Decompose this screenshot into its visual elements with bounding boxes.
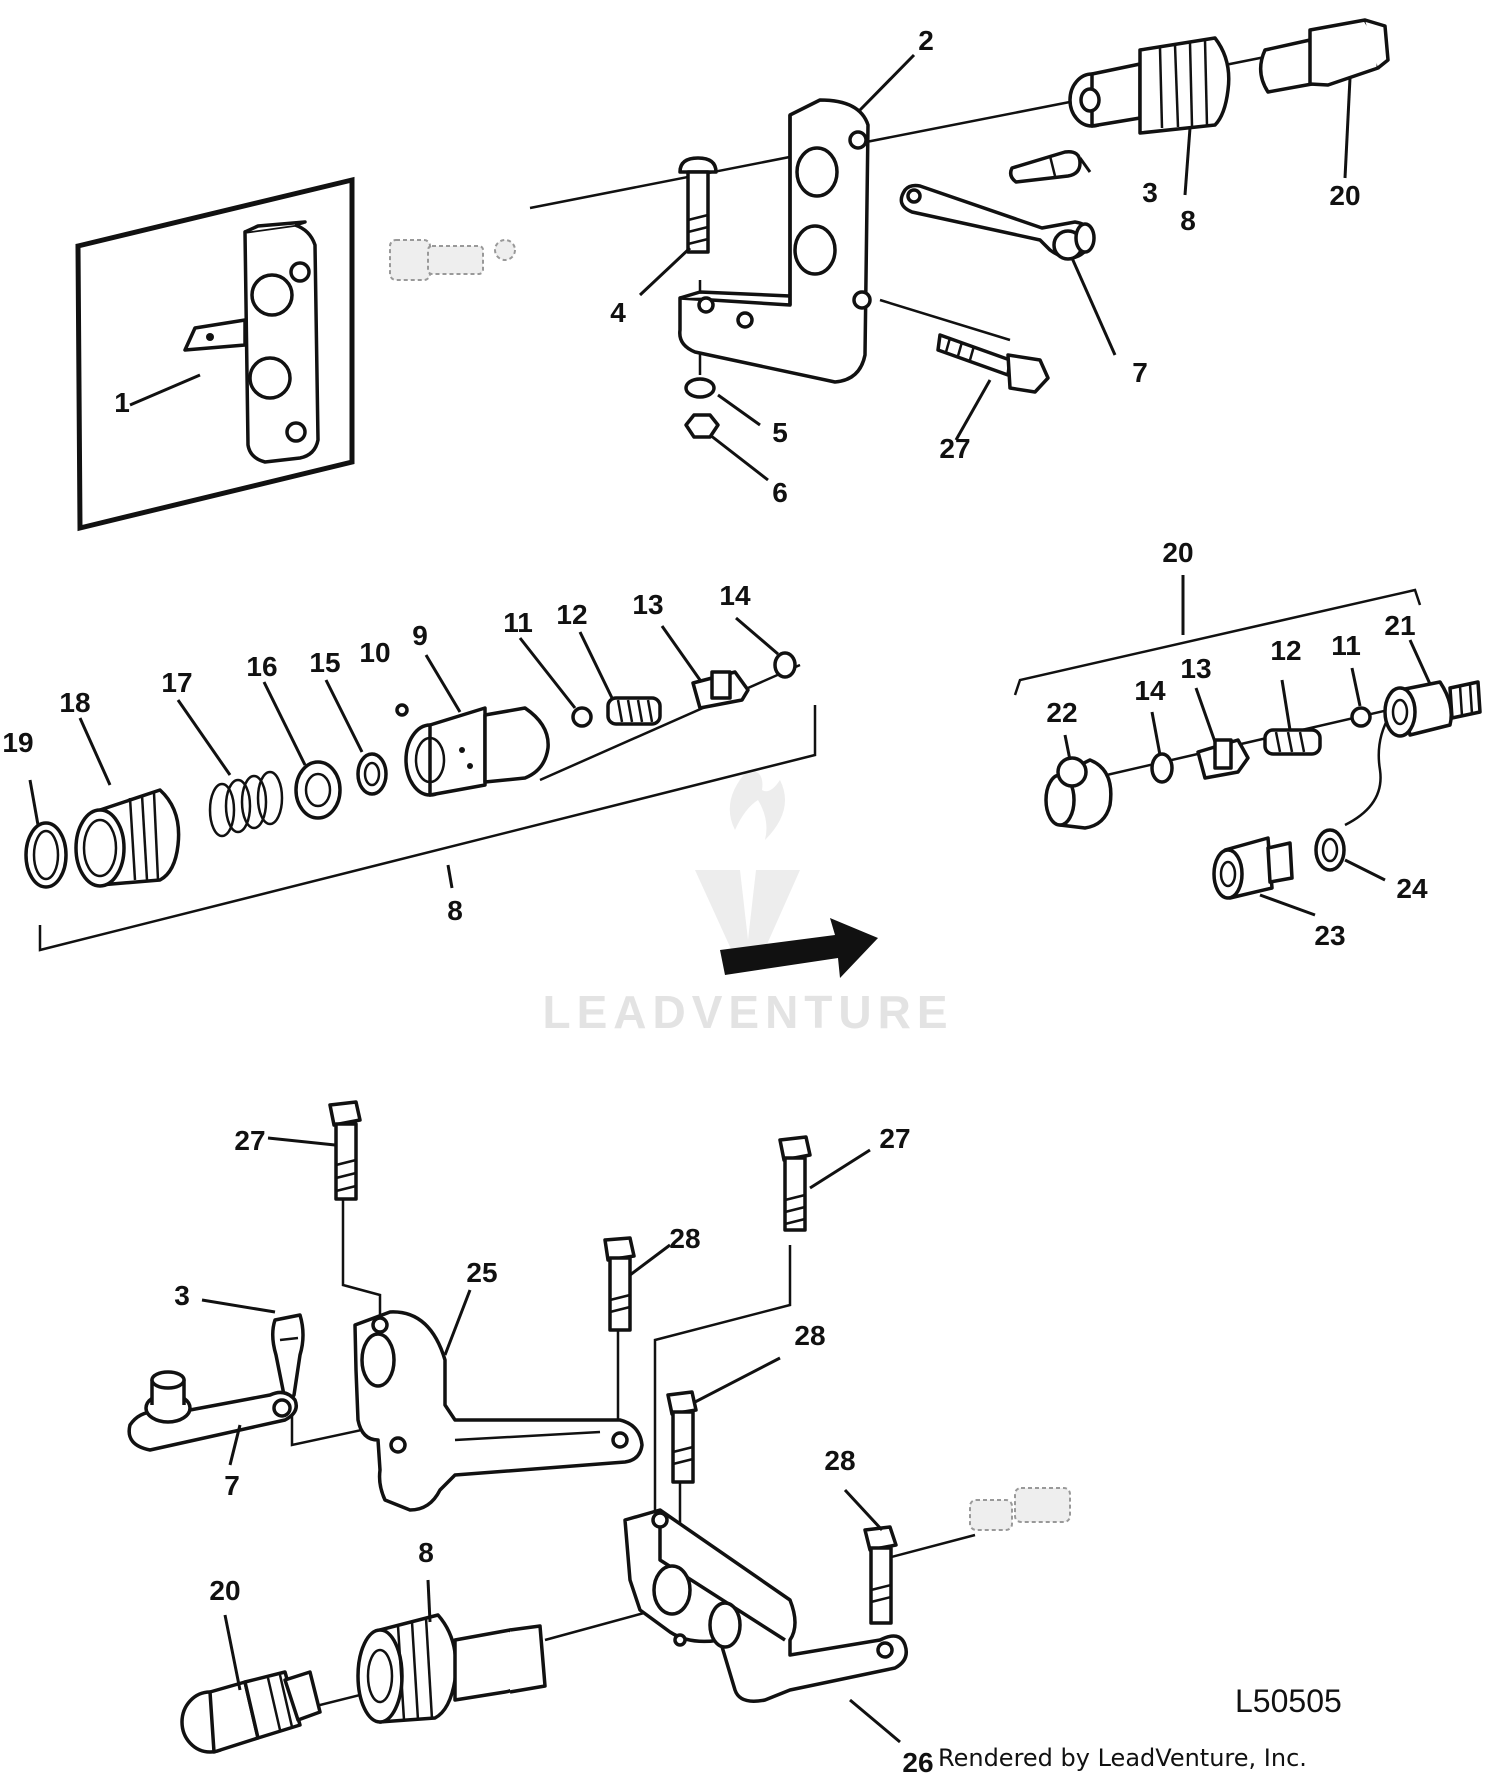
part-14-seal (773, 651, 797, 679)
callout-25-label: 25 (466, 1257, 497, 1288)
part-26-bracket (623, 1508, 908, 1703)
part-12-spring-b (1263, 728, 1322, 756)
part-18-sleeve (74, 788, 181, 888)
part-28-bolt-b (666, 1390, 698, 1484)
part-5-washer (684, 377, 716, 399)
part-16-ring (294, 760, 342, 820)
part-6-nut (684, 413, 720, 439)
callout-18-label: 18 (59, 687, 90, 718)
direction-arrow-icon (720, 918, 878, 978)
part-27-bolt (936, 333, 1050, 394)
watermark-text: LEADVENTURE (542, 986, 953, 1038)
part-7-lever (899, 183, 1096, 261)
part-9-body (404, 706, 550, 797)
callout-8b-label: 8 (447, 895, 463, 926)
callout-13b-label: 13 (1180, 653, 1211, 684)
callout-1-label: 1 (114, 387, 130, 418)
part-28-bolt-a (603, 1236, 636, 1332)
callout-23-label: 23 (1314, 920, 1345, 951)
callout-11-label: 11 (503, 607, 533, 638)
render-credit: Rendered by LeadVenture, Inc. (938, 1744, 1307, 1772)
part-7-lever-bottom (127, 1370, 298, 1452)
callout-16-label: 16 (246, 651, 277, 682)
ghost-nut (969, 1487, 1071, 1531)
callout-2-label: 2 (918, 25, 934, 56)
part-25-bracket (353, 1310, 644, 1512)
callout-21-label: 21 (1384, 610, 1415, 641)
inset-alt-bracket (75, 176, 355, 532)
callout-8-label: 8 (1180, 205, 1196, 236)
part-8-coupler-bottom (356, 1613, 547, 1724)
part-15-washer (356, 752, 388, 796)
part-14-seal-b (1150, 752, 1174, 784)
ghost-fitting (389, 239, 516, 281)
callout-28a-label: 28 (669, 1223, 700, 1254)
callout-20c-label: 20 (209, 1575, 240, 1606)
callout-15-label: 15 (309, 647, 340, 678)
part-27-bolt-right (778, 1135, 812, 1232)
part-3-pin (1008, 149, 1082, 184)
callout-5-label: 5 (772, 417, 788, 448)
callout-12b-label: 12 (1270, 635, 1301, 666)
part-12-spring (606, 696, 662, 726)
part-17-spring (208, 770, 284, 838)
part-27-bolt-left (328, 1100, 362, 1201)
callout-27a-label: 27 (234, 1125, 265, 1156)
callout-28c-label: 28 (824, 1445, 855, 1476)
watermark-logo: LEADVENTURE (542, 770, 953, 1038)
callout-17-label: 17 (161, 667, 192, 698)
callout-3-label: 3 (1142, 177, 1158, 208)
part-20-nipple-top (1258, 18, 1390, 94)
part-28-bolt-c (863, 1525, 898, 1625)
part-8-coupler-top (1068, 36, 1231, 135)
callout-14-label: 14 (719, 580, 751, 611)
part-21-body (1383, 680, 1482, 738)
callout-20b-label: 20 (1162, 537, 1193, 568)
callout-22-label: 22 (1046, 697, 1077, 728)
part-20-nipple-bottom (180, 1670, 322, 1754)
part-10-ball (395, 703, 409, 717)
part-23-adapter (1212, 836, 1294, 900)
part-22-cap (1044, 756, 1113, 830)
part-11-ball (571, 706, 593, 728)
callout-12-label: 12 (556, 599, 587, 630)
figure-id: L50505 (1235, 1683, 1342, 1719)
callout-8c-label: 8 (418, 1537, 434, 1568)
callout-10-label: 10 (359, 637, 390, 668)
part-24-washer (1314, 828, 1346, 872)
callout-27b-label: 27 (879, 1123, 910, 1154)
part-4-bolt (678, 156, 718, 254)
callout-24-label: 24 (1396, 873, 1428, 904)
callout-13-label: 13 (632, 589, 663, 620)
callout-9-label: 9 (412, 620, 428, 651)
callout-11b-label: 11 (1331, 630, 1361, 661)
callout-6-label: 6 (772, 477, 788, 508)
callout-4-label: 4 (610, 297, 626, 328)
part-19-snap-ring (24, 821, 68, 889)
callout-3b-label: 3 (174, 1280, 190, 1311)
callout-20-label: 20 (1329, 180, 1360, 211)
callout-28b-label: 28 (794, 1320, 825, 1351)
callout-7b-label: 7 (224, 1470, 240, 1501)
callout-7-label: 7 (1132, 357, 1148, 388)
callout-26-label: 26 (902, 1747, 933, 1778)
part-3-pin-bottom (271, 1313, 305, 1401)
callout-19-label: 19 (2, 727, 33, 758)
part-13-poppet (691, 670, 750, 710)
part-11-ball-b (1350, 706, 1372, 728)
callout-27-label: 27 (939, 433, 970, 464)
part-13-poppet-b (1196, 738, 1250, 780)
callout-14b-label: 14 (1134, 675, 1166, 706)
part-2-bracket (678, 98, 872, 384)
